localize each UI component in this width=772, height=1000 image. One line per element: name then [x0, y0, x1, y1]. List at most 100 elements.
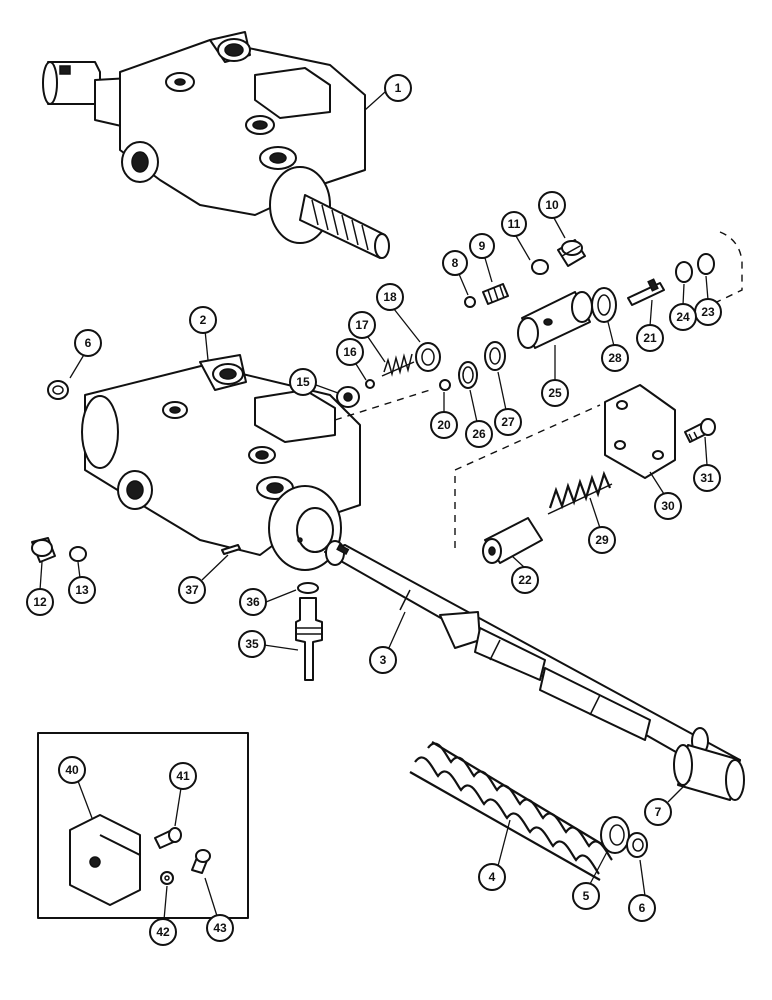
callout-2: 2 [189, 306, 217, 334]
callout-27: 27 [494, 408, 522, 436]
callout-42: 42 [149, 918, 177, 946]
fitting-part-41 [154, 827, 182, 849]
spool-shaft-part-3 [324, 540, 741, 781]
callout-35: 35 [238, 630, 266, 658]
plunger-part-21 [627, 278, 665, 306]
callout-13: 13 [68, 576, 96, 604]
callout-5: 5 [572, 882, 600, 910]
callout-23: 23 [694, 298, 722, 326]
washer-part-28 [591, 287, 617, 323]
washer-part-27 [484, 341, 506, 371]
snap-ring-part-6-lower [626, 832, 648, 858]
spring-part-9 [482, 283, 509, 305]
svg-text:8: 8 [452, 256, 459, 270]
svg-text:30: 30 [661, 499, 675, 513]
callout-28: 28 [601, 344, 629, 372]
svg-text:2: 2 [200, 313, 207, 327]
svg-text:35: 35 [245, 637, 259, 651]
cover-plate-part-30 [604, 384, 676, 479]
svg-text:26: 26 [472, 427, 486, 441]
callouts: 1 2 3 4 5 6 6 7 8 9 10 11 12 13 15 16 17… [26, 74, 722, 946]
svg-text:21: 21 [643, 331, 657, 345]
callout-9: 9 [469, 233, 495, 259]
spring-part-29 [547, 470, 613, 515]
svg-text:13: 13 [75, 583, 89, 597]
callout-12: 12 [26, 588, 54, 616]
screw-part-43 [191, 849, 211, 874]
valve-sleeve-part-25 [517, 291, 593, 349]
svg-text:20: 20 [437, 418, 451, 432]
leader-lines [39, 91, 709, 921]
callout-43: 43 [206, 914, 234, 942]
callout-3: 3 [369, 646, 397, 674]
svg-text:11: 11 [508, 217, 521, 231]
svg-text:1: 1 [395, 81, 402, 95]
svg-text:29: 29 [595, 533, 609, 547]
callout-25: 25 [541, 379, 569, 407]
callout-10: 10 [538, 191, 566, 219]
callout-21: 21 [636, 324, 664, 352]
washer-part-24 [675, 261, 693, 283]
svg-text:12: 12 [33, 595, 47, 609]
svg-text:42: 42 [156, 925, 170, 939]
screw-part-31 [684, 418, 716, 443]
svg-text:37: 37 [185, 583, 199, 597]
callout-6-upper: 6 [74, 329, 102, 357]
svg-text:31: 31 [700, 471, 714, 485]
plug-part-12 [31, 537, 56, 563]
o-ring-part-13 [69, 546, 87, 562]
seat-part-15 [336, 386, 360, 408]
ball-part-16 [365, 379, 375, 389]
o-ring-part-11 [531, 259, 549, 275]
subassembly-outline [334, 231, 743, 548]
washer-part-26 [458, 361, 478, 389]
svg-text:15: 15 [296, 375, 310, 389]
svg-text:41: 41 [176, 769, 190, 783]
stem-part-35 [295, 597, 323, 681]
callout-41: 41 [169, 762, 197, 790]
callout-37: 37 [178, 576, 206, 604]
snap-ring-part-23 [697, 253, 715, 275]
svg-text:5: 5 [583, 889, 590, 903]
plug-part-10 [557, 239, 586, 267]
callout-1: 1 [384, 74, 412, 102]
snap-ring-part-6-upper [47, 380, 69, 400]
svg-text:25: 25 [548, 386, 562, 400]
svg-text:10: 10 [545, 198, 559, 212]
callout-24: 24 [669, 303, 697, 331]
spring-part-4 [409, 741, 616, 881]
svg-text:23: 23 [701, 305, 715, 319]
svg-text:4: 4 [489, 870, 496, 884]
sleeve-part-7 [673, 744, 745, 801]
callout-22: 22 [511, 566, 539, 594]
svg-text:17: 17 [355, 318, 369, 332]
plate-part-40 [69, 814, 141, 906]
callout-20: 20 [430, 411, 458, 439]
svg-text:24: 24 [676, 310, 690, 324]
svg-text:16: 16 [343, 345, 357, 359]
callout-18: 18 [376, 283, 404, 311]
svg-text:40: 40 [65, 763, 79, 777]
svg-text:22: 22 [518, 573, 532, 587]
svg-text:36: 36 [246, 595, 260, 609]
svg-text:18: 18 [383, 290, 397, 304]
svg-text:6: 6 [85, 336, 92, 350]
callout-31: 31 [693, 464, 721, 492]
svg-text:3: 3 [380, 653, 387, 667]
spring-part-17 [381, 353, 415, 377]
washer-part-5 [600, 816, 630, 854]
valve-assembly-part-1 [42, 31, 390, 259]
callout-7: 7 [644, 798, 672, 826]
o-ring-part-36 [297, 582, 319, 594]
callout-8: 8 [442, 250, 468, 276]
callout-26: 26 [465, 420, 493, 448]
callout-30: 30 [654, 492, 682, 520]
svg-text:43: 43 [213, 921, 227, 935]
callout-15: 15 [289, 368, 317, 396]
svg-text:27: 27 [501, 415, 515, 429]
callout-11: 11 [501, 211, 527, 237]
callout-16: 16 [336, 338, 364, 366]
callout-29: 29 [588, 526, 616, 554]
washer-part-42 [160, 871, 174, 885]
